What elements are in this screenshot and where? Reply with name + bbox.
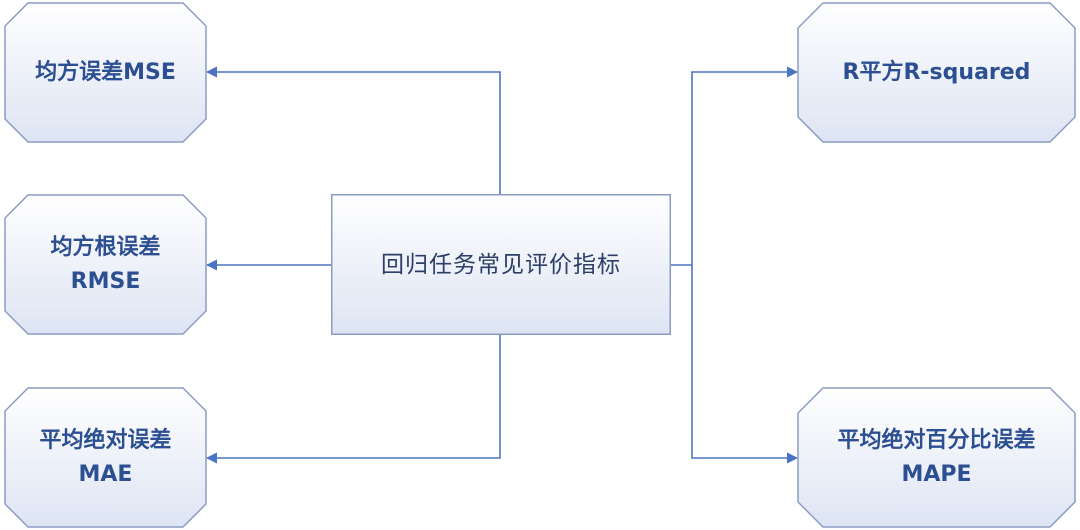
center-node: 回归任务常见评价指标 — [331, 194, 671, 335]
metric-node-mape-label-line1: 平均绝对百分比误差 — [837, 427, 1036, 453]
connector-to-mse — [205, 66, 501, 194]
metric-node-mse: 均方误差MSE — [4, 2, 207, 143]
metric-node-mae: 平均绝对误差 MAE — [4, 387, 207, 528]
metric-node-mape: 平均绝对百分比误差 MAPE — [797, 387, 1076, 528]
metric-node-mae-label-line2: MAE — [78, 461, 133, 487]
metric-node-mape-label-line2: MAPE — [901, 461, 972, 487]
metric-node-mape-box — [797, 387, 1076, 528]
metric-node-mae-label-line1: 平均绝对误差 — [39, 427, 172, 453]
metric-node-r-squared-box — [797, 2, 1076, 143]
metric-node-mse-label-line1: 均方误差MSE — [35, 59, 176, 85]
center-node-label: 回归任务常见评价指标 — [381, 251, 621, 278]
metric-node-rmse-label-line2: RMSE — [70, 268, 141, 294]
connector-to-mape — [691, 265, 799, 464]
metric-node-r-squared: R平方R-squared — [797, 2, 1076, 143]
metric-node-mse-box — [4, 2, 207, 143]
metric-node-r-squared-label-line1: R平方R-squared — [842, 59, 1031, 85]
connector-to-mae — [205, 335, 501, 464]
connector-to-r-squared — [691, 66, 799, 265]
center-node-box — [331, 194, 671, 335]
metric-node-rmse-label-line1: 均方根误差 — [50, 234, 161, 260]
metric-node-rmse: 均方根误差 RMSE — [4, 194, 207, 335]
metric-node-rmse-box — [4, 194, 207, 335]
metric-node-mae-box — [4, 387, 207, 528]
